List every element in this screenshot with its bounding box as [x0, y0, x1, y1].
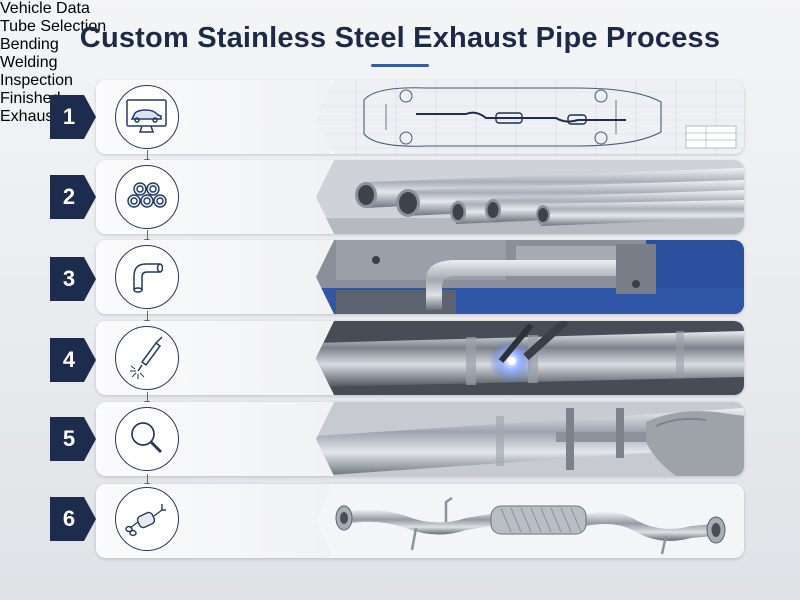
- step-3-label-line-1: Bending: [0, 36, 59, 53]
- step-1-number: 1: [62, 104, 76, 129]
- step-2-label-line-1: Tube Selection: [0, 18, 107, 35]
- connector-1-2: [144, 150, 150, 164]
- step-3-row[interactable]: [96, 240, 744, 314]
- step-1-badge: 1: [50, 95, 96, 139]
- step-6-number: 6: [62, 506, 76, 531]
- connector-3-4: [144, 311, 150, 325]
- step-2-number: 2: [62, 184, 76, 209]
- step-4-label-line-1: Welding: [0, 54, 58, 71]
- step-5-badge: 5: [50, 417, 96, 461]
- step-3-photo-bending-machine: [316, 240, 744, 314]
- step-6-photo-finished-pipe: [316, 484, 744, 558]
- connector-2-3: [144, 230, 150, 244]
- step-4-number: 4: [62, 347, 76, 372]
- step-2-badge: 2: [50, 175, 96, 219]
- step-6-row[interactable]: [96, 484, 744, 558]
- step-4-row[interactable]: [96, 321, 744, 395]
- step-1-photo-vehicle-blueprint: [316, 80, 744, 154]
- exhaust-muffler-icon: [115, 487, 179, 551]
- step-3-badge: 3: [50, 257, 96, 301]
- magnifier-icon: [115, 407, 179, 471]
- step-5-label: Inspection: [0, 72, 800, 90]
- step-2-row[interactable]: [96, 160, 744, 234]
- step-3-label: Bending: [0, 36, 800, 54]
- step-4-label: Welding: [0, 54, 800, 72]
- step-2-photo-steel-tubes: [316, 160, 744, 234]
- step-1-label-line-1: Vehicle Data: [0, 0, 90, 17]
- step-5-row[interactable]: [96, 402, 744, 476]
- step-3-number: 3: [62, 266, 76, 291]
- page-title: Custom Stainless Steel Exhaust Pipe Proc…: [79, 22, 721, 54]
- connector-4-5: [144, 392, 150, 406]
- step-4-photo-welding: [316, 321, 744, 395]
- bent-pipe-icon: [115, 245, 179, 309]
- connector-5-6: [144, 474, 150, 488]
- step-1-label: Vehicle Data: [0, 0, 800, 18]
- step-5-photo-inspection: [316, 402, 744, 476]
- step-6-label-line-1: Finished: [0, 90, 61, 107]
- step-6-badge: 6: [50, 497, 96, 541]
- step-4-badge: 4: [50, 338, 96, 382]
- step-5-number: 5: [62, 426, 76, 451]
- step-2-label: Tube Selection: [0, 18, 800, 36]
- welding-torch-icon: [115, 326, 179, 390]
- tube-bundle-icon: [115, 165, 179, 229]
- step-5-label-line-1: Inspection: [0, 72, 73, 89]
- monitor-car-icon: [115, 85, 179, 149]
- step-1-row[interactable]: [96, 80, 744, 154]
- title-underline: [371, 64, 429, 67]
